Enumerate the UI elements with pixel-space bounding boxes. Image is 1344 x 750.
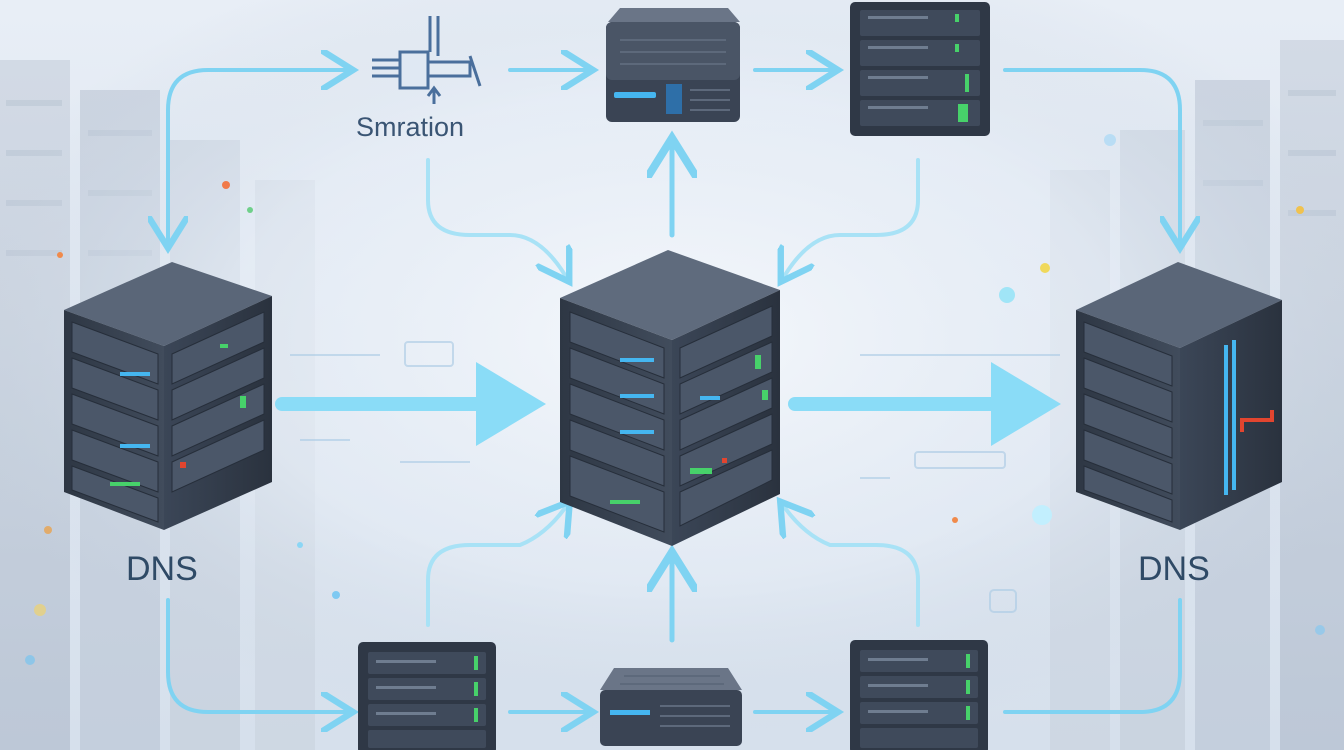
arrow-rack-to-center — [785, 158, 920, 275]
arrow-top-right-loop — [1003, 68, 1180, 240]
left-dns-server — [64, 262, 272, 530]
arrow-right-bottom-loop — [1003, 598, 1182, 714]
top-storage-box — [606, 8, 740, 122]
hud-lines — [290, 341, 1060, 613]
left-dns-label: DNS — [126, 550, 198, 588]
flow-arrows — [168, 70, 1180, 712]
migration-label: Smration — [356, 112, 465, 142]
bokeh-particles — [25, 134, 1325, 665]
arrow-bottom-right-to-center — [785, 508, 920, 627]
top-right-rack — [850, 2, 990, 136]
bottom-storage-box — [600, 668, 742, 746]
arrow-label-to-center — [426, 158, 565, 275]
center-server — [560, 250, 780, 546]
arrow-bottom-left-to-center — [426, 508, 565, 627]
arrow-left-top-loop — [166, 70, 345, 242]
bottom-right-rack — [850, 640, 988, 750]
migration-hardware-icon — [372, 16, 482, 104]
arrow-left-bottom-loop — [166, 598, 345, 712]
bottom-left-rack — [358, 642, 496, 750]
right-dns-label: DNS — [1138, 550, 1210, 588]
right-dns-server — [1076, 262, 1282, 530]
